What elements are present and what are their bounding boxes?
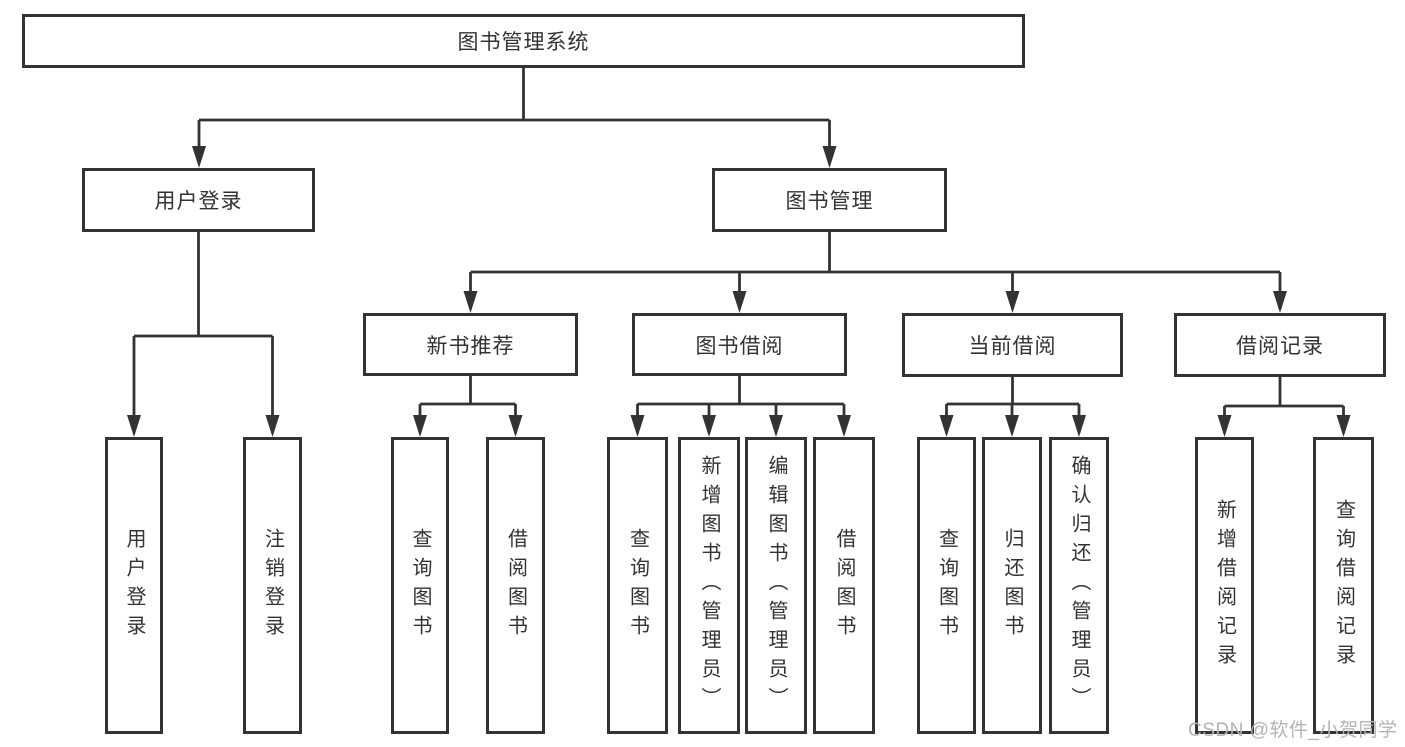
connector-book-borrow-branch — [630, 376, 851, 437]
leaf-newbook-query-books-label: 查询图书 — [409, 527, 431, 644]
arrow-down-icon — [769, 415, 783, 437]
node-new-book-recommend-label: 新书推荐 — [426, 334, 515, 358]
node-user-login-label: 用户登录 — [154, 190, 243, 213]
leaf-current-query-books: 查询图书 — [917, 437, 976, 734]
leaf-logout-login-label: 注销登录 — [261, 527, 284, 644]
connector-borrow-records-branch — [1217, 377, 1351, 437]
node-current-borrow: 当前借阅 — [902, 313, 1123, 377]
leaf-user-login-label: 用户登录 — [123, 527, 145, 644]
arrow-down-icon — [127, 415, 141, 437]
leaf-newbook-borrow-books-label: 借阅图书 — [504, 527, 527, 644]
leaf-current-return-books: 归还图书 — [982, 437, 1042, 734]
node-book-mgmt: 图书管理 — [712, 168, 947, 232]
connector-new-book-branch — [413, 376, 523, 437]
leaf-newbook-borrow-books: 借阅图书 — [486, 437, 545, 734]
connector-current-borrow-branch — [939, 377, 1086, 437]
leaf-borrow-query-books-label: 查询图书 — [626, 527, 649, 644]
leaf-borrow-query-books: 查询图书 — [607, 437, 668, 734]
arrow-down-icon — [1336, 415, 1351, 437]
node-current-borrow-label: 当前借阅 — [968, 335, 1057, 358]
arrow-down-icon — [265, 415, 280, 437]
csdn-watermark: CSDN @软件_小贺同学 — [1188, 720, 1398, 741]
node-book-mgmt-label: 图书管理 — [785, 190, 874, 213]
arrow-down-icon — [413, 415, 427, 437]
node-root-label: 图书管理系统 — [457, 31, 590, 54]
leaf-records-add-record-label: 新增借阅记录 — [1213, 498, 1236, 673]
arrow-down-icon — [630, 415, 645, 437]
arrow-down-icon — [702, 415, 716, 437]
connector-book-mgmt-branch — [463, 232, 1287, 313]
leaf-borrow-edit-books-admin: 编辑图书（管理员） — [745, 437, 807, 734]
connector-user-login-branch — [127, 232, 280, 437]
node-borrow-records-label: 借阅记录 — [1236, 335, 1324, 358]
leaf-newbook-query-books: 查询图书 — [391, 437, 449, 734]
arrow-down-icon — [1005, 415, 1019, 437]
node-book-borrow: 图书借阅 — [632, 313, 847, 376]
leaf-borrow-edit-books-admin-label: 编辑图书（管理员） — [765, 455, 787, 716]
leaf-current-confirm-return-admin: 确认归还（管理员） — [1049, 437, 1109, 734]
arrow-down-icon — [508, 415, 523, 437]
arrow-down-icon — [939, 415, 954, 437]
leaf-current-confirm-return-admin-label: 确认归还（管理员） — [1068, 455, 1090, 716]
arrow-down-icon — [822, 146, 837, 168]
arrow-down-icon — [463, 291, 478, 313]
leaf-logout-login: 注销登录 — [243, 437, 302, 734]
arrow-down-icon — [732, 291, 747, 313]
leaf-borrow-borrow-books-label: 借阅图书 — [833, 527, 855, 644]
arrow-down-icon — [1217, 415, 1232, 437]
leaf-records-add-record: 新增借阅记录 — [1195, 437, 1254, 734]
leaf-borrow-add-books-admin: 新增图书（管理员） — [678, 437, 740, 734]
arrow-down-icon — [192, 146, 206, 168]
node-root-system: 图书管理系统 — [22, 14, 1025, 68]
leaf-borrow-borrow-books: 借阅图书 — [813, 437, 875, 734]
node-book-borrow-label: 图书借阅 — [695, 334, 784, 358]
arrow-down-icon — [837, 415, 851, 437]
leaf-current-query-books-label: 查询图书 — [935, 527, 958, 644]
node-user-login: 用户登录 — [82, 168, 315, 232]
node-borrow-records: 借阅记录 — [1174, 313, 1386, 377]
node-new-book-recommend: 新书推荐 — [363, 313, 578, 376]
leaf-current-return-books-label: 归还图书 — [1001, 527, 1023, 644]
arrow-down-icon — [1273, 291, 1287, 313]
connector-root-to-level2 — [192, 68, 837, 168]
arrow-down-icon — [1005, 291, 1020, 313]
leaf-records-query-record-label: 查询借阅记录 — [1332, 498, 1355, 673]
leaf-borrow-add-books-admin-label: 新增图书（管理员） — [698, 455, 720, 716]
leaf-user-login: 用户登录 — [105, 437, 163, 734]
arrow-down-icon — [1072, 415, 1086, 437]
leaf-records-query-record: 查询借阅记录 — [1313, 437, 1374, 734]
